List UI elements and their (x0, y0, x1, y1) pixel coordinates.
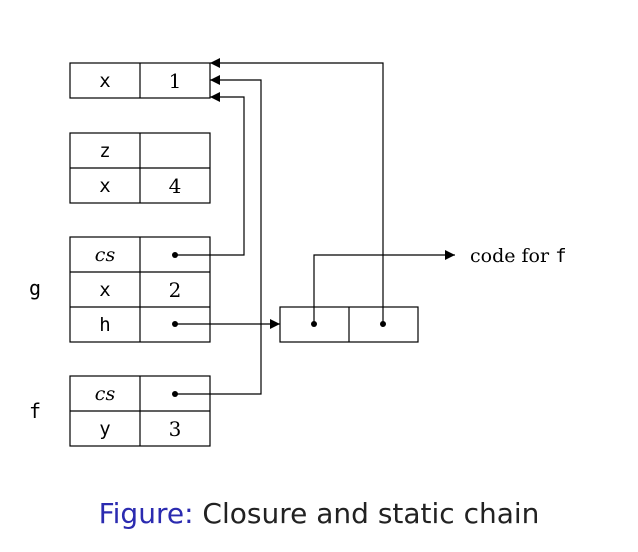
frame-2: z x 4 (69, 132, 211, 204)
var-h: h (99, 314, 110, 336)
var-x: x (99, 70, 110, 92)
frame-f-label: f (29, 399, 41, 423)
arrow-closure-env (210, 58, 384, 324)
var-cs: cs (95, 383, 116, 405)
code-label-text: code for (470, 245, 555, 267)
frame-g-label: g (29, 276, 41, 300)
closure-box (279, 306, 419, 343)
var-cs: cs (95, 244, 116, 266)
arrow-closure-code (313, 250, 455, 324)
value-y: 3 (169, 417, 182, 441)
var-z: z (99, 140, 110, 162)
value-x: 2 (169, 278, 182, 302)
arrow-g-static-link (175, 92, 245, 256)
caption-label: Figure: (98, 497, 194, 530)
frame-global: x 1 (69, 62, 211, 99)
arrow-f-static-link (175, 75, 262, 395)
frame-g: g cs x 2 h (29, 236, 211, 343)
code-label-fn: f (555, 245, 566, 267)
frame-f: f cs y 3 (29, 375, 211, 447)
var-x: x (99, 279, 110, 301)
var-x: x (99, 175, 110, 197)
caption-text: Closure and static chain (202, 497, 540, 530)
value-x: 4 (169, 174, 182, 198)
code-label: code for f (470, 245, 567, 267)
value-x: 1 (169, 69, 182, 93)
figure-caption: Figure: Closure and static chain (0, 497, 638, 530)
var-y: y (99, 418, 110, 440)
